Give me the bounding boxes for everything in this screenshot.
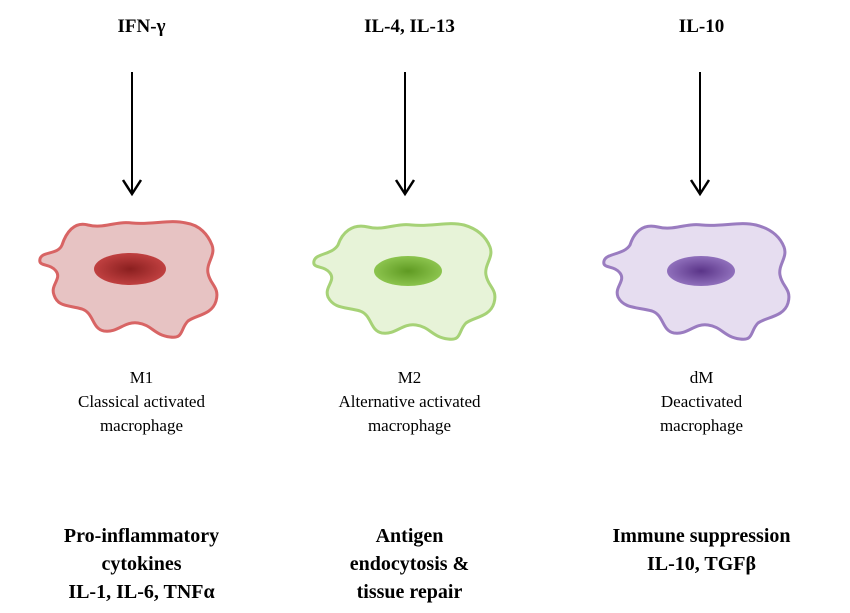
- stimulus-label: IFN-γ: [117, 16, 166, 37]
- macrophage-type: dM: [689, 368, 714, 387]
- macrophage-desc-line1: Classical activated: [78, 392, 205, 411]
- down-arrow-icon: [394, 72, 416, 197]
- macrophage-cell-icon: [602, 222, 791, 341]
- down-arrow-icon: [121, 72, 143, 197]
- function-line1: Immune suppression: [612, 525, 791, 547]
- column-m1: IFN-γ M1 Classical activated macrophage …: [0, 0, 283, 613]
- function-line2: IL-10, TGFβ: [646, 553, 757, 575]
- function-line2: endocytosis &: [349, 553, 470, 575]
- macrophage-desc-line1: Deactivated: [660, 392, 743, 411]
- column-m2: IL-4, IL-13 M2 Alternative activated mac…: [268, 0, 551, 613]
- column-dm: IL-10 dM Deactivated macrophage Immune s…: [560, 0, 843, 613]
- function-line3: IL-1, IL-6, TNFα: [68, 581, 215, 603]
- stimulus-label: IL-4, IL-13: [364, 16, 455, 37]
- function-line3: tissue repair: [356, 581, 463, 603]
- macrophage-desc-line2: macrophage: [367, 416, 452, 435]
- macrophage-type: M1: [129, 368, 154, 387]
- macrophage-desc-line2: macrophage: [659, 416, 744, 435]
- macrophage-desc-line2: macrophage: [99, 416, 184, 435]
- macrophage-cell-icon: [312, 222, 497, 341]
- function-line2: cytokines: [101, 553, 182, 575]
- macrophage-type: M2: [397, 368, 422, 387]
- stimulus-label: IL-10: [678, 16, 725, 37]
- function-line1: Pro-inflammatory: [63, 525, 220, 547]
- function-line1: Antigen: [375, 525, 444, 547]
- macrophage-cell-icon: [38, 220, 219, 339]
- macrophage-desc-line1: Alternative activated: [338, 392, 481, 411]
- down-arrow-icon: [689, 72, 711, 197]
